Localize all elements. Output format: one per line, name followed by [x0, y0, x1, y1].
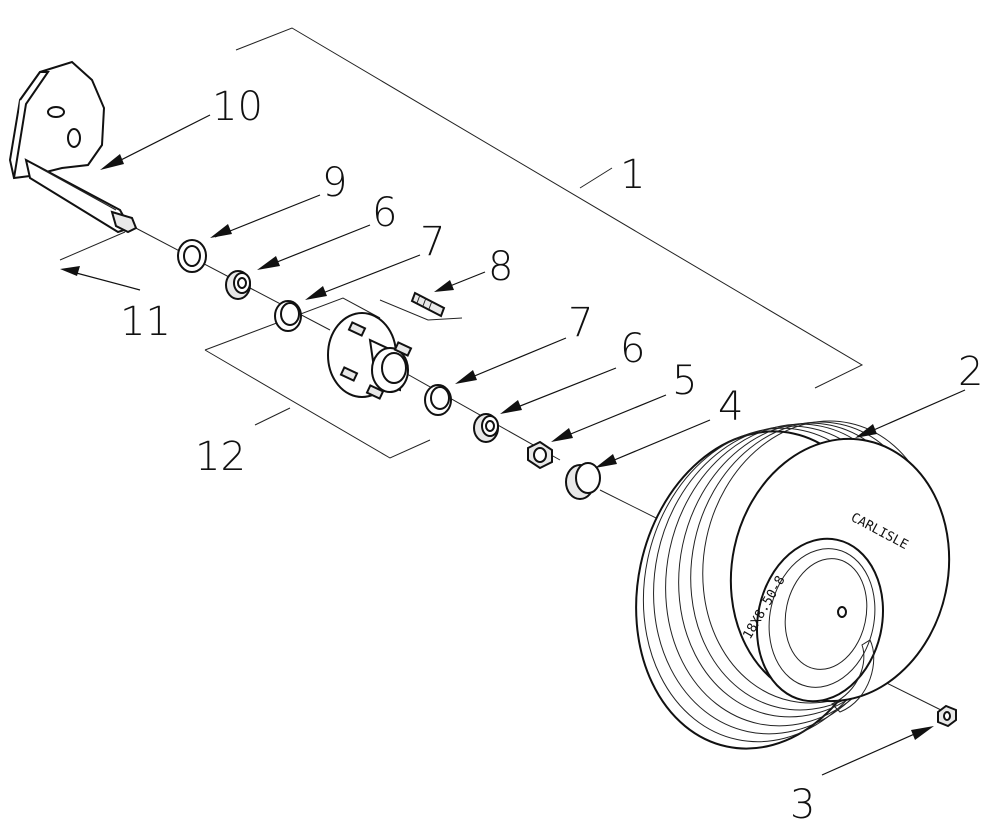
callout-1: 1 [620, 152, 645, 198]
tire-wheel: CARLISLE 18X8.50-8 [635, 420, 951, 750]
dust-cap [565, 462, 601, 500]
callout-11: 11 [120, 299, 171, 345]
callout-7a: 7 [420, 219, 445, 265]
bearing-cone-right [473, 413, 499, 443]
callout-6a: 6 [372, 190, 397, 236]
lug-nut [937, 704, 957, 728]
callout-2: 2 [958, 349, 983, 395]
seal-part [177, 239, 207, 273]
callout-12: 12 [195, 434, 246, 480]
callout-8: 8 [488, 244, 513, 290]
bearing-cup-left [274, 300, 302, 332]
assembly-bracket-1 [235, 27, 864, 389]
callout-labels: 1 2 3 4 5 6 6 7 7 8 9 10 11 12 [120, 84, 983, 828]
castle-nut [527, 440, 553, 470]
hub-bracket-12 [204, 297, 463, 459]
callout-7b: 7 [568, 300, 593, 346]
callout-10: 10 [212, 84, 263, 130]
leader-arrows [60, 114, 966, 776]
callout-5: 5 [672, 358, 697, 404]
bearing-cone-left [225, 270, 251, 300]
bearing-cup-right [424, 384, 452, 416]
spindle-part [8, 60, 138, 234]
callout-9: 9 [322, 160, 347, 206]
wheel-stud [410, 291, 446, 318]
wheel-hub [327, 312, 413, 400]
callout-6b: 6 [620, 326, 645, 372]
callout-4: 4 [718, 384, 743, 430]
callout-3: 3 [790, 782, 815, 828]
